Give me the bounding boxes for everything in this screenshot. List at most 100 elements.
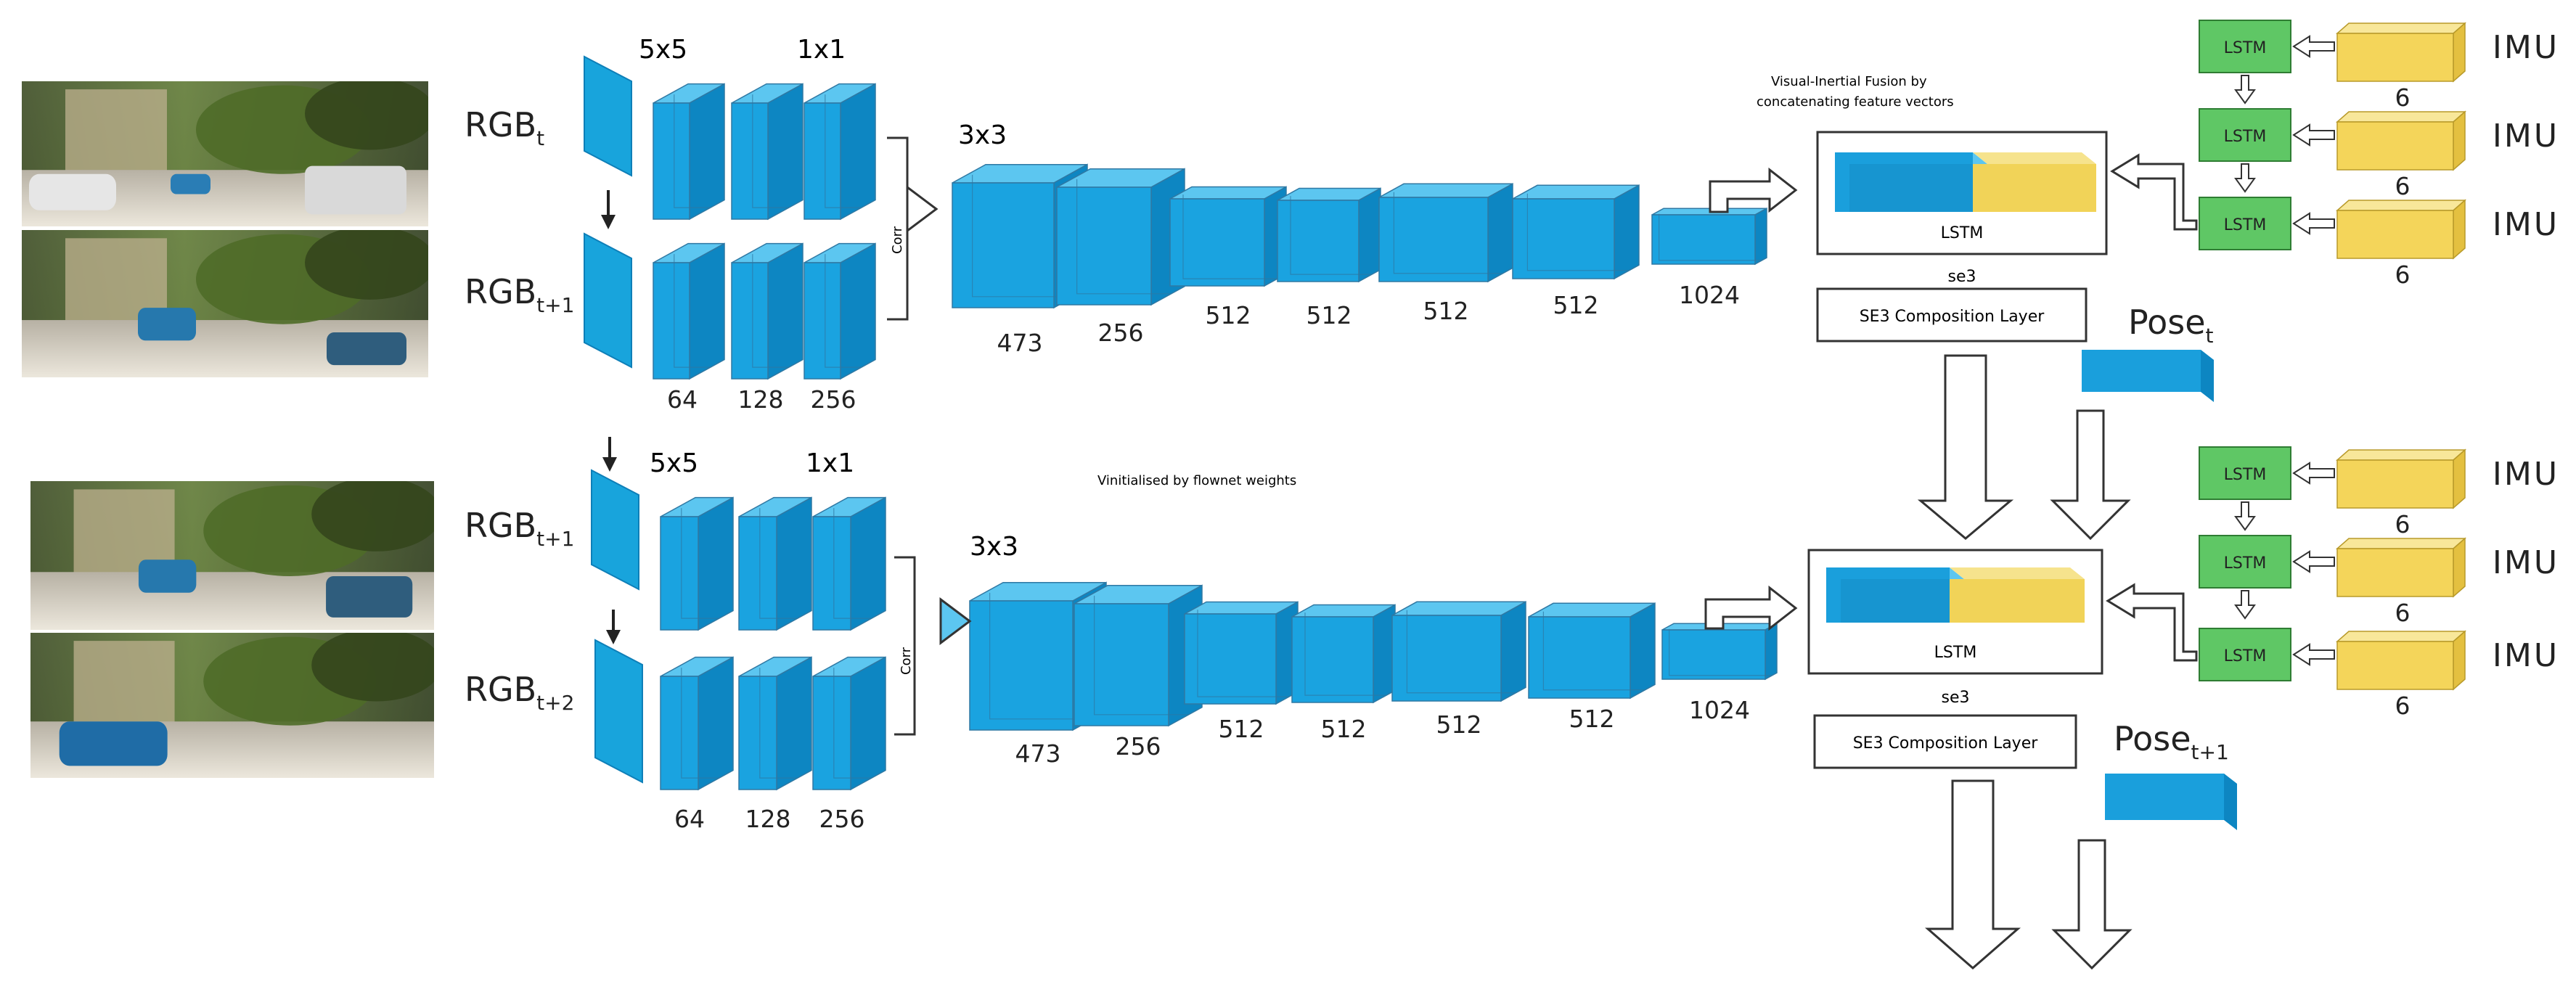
- trunk-layer-2: [1074, 584, 1203, 727]
- conv-count-64: 64: [674, 805, 705, 833]
- pose-t-block: [2082, 350, 2214, 402]
- pose-t1-block: [2105, 774, 2237, 830]
- fusion-vector: [1835, 152, 2096, 212]
- conv-bottom-64: [653, 242, 725, 380]
- input-image-t1: [22, 230, 428, 377]
- rgb-t1-label: RGBt+1: [465, 272, 574, 317]
- trunk-to-fusion-arrow: [1709, 167, 1798, 213]
- trunk-count-7: 1024: [1679, 281, 1740, 309]
- trunk-layer-5: [1378, 183, 1513, 283]
- init-note: Vinitialised by flownet weights: [1097, 473, 1296, 488]
- trunk-count-5: 512: [1436, 710, 1482, 739]
- kernel-3x3-row2: 3x3: [970, 532, 1018, 562]
- pose-down-arrow: [2050, 409, 2131, 541]
- kernel-5x5-row2: 5x5: [650, 448, 698, 478]
- se3-down-arrow-row2: [1924, 779, 2021, 970]
- conv-top-128: [738, 496, 812, 631]
- trunk-count-2: 256: [1116, 732, 1161, 761]
- imu-arrow: [2292, 35, 2335, 58]
- imu-dim: 6: [2395, 172, 2411, 200]
- corr-arrow-row2: [939, 597, 972, 645]
- imu-lstm-box: [2199, 20, 2291, 73]
- trunk-count-7: 1024: [1689, 696, 1750, 724]
- conv-count-64: 64: [667, 385, 698, 414]
- conv-top-256: [804, 83, 876, 221]
- down-arrow-b: [606, 610, 621, 644]
- rgb-t2-label: RGBt+2: [465, 670, 574, 715]
- imu-block-top: [2336, 538, 2466, 549]
- conv-count-256: 256: [819, 805, 865, 833]
- kernel-1x1-row2: 1x1: [806, 448, 854, 478]
- conv-count-128: 128: [745, 805, 791, 833]
- imu-label: IMU: [2493, 29, 2559, 66]
- conv-top-256: [812, 496, 886, 631]
- imu-block: [2336, 33, 2454, 82]
- conv-count-256: 256: [811, 385, 856, 414]
- trunk-count-3: 512: [1219, 715, 1264, 743]
- conv-top-64: [660, 496, 734, 631]
- imu-block-side: [2453, 630, 2466, 691]
- trunk-layer-3: [1169, 186, 1287, 287]
- input-plane-t1-row2: [591, 469, 639, 591]
- corr-label: Corr: [890, 226, 905, 254]
- imu-lstm-box: [2199, 446, 2291, 500]
- conv-bottom-256: [812, 656, 886, 791]
- imu-label: IMU: [2493, 206, 2559, 243]
- trunk-layer-6: [1512, 184, 1640, 280]
- imu-arrow: [2292, 462, 2335, 485]
- fusion-lstm-label-row2: LSTM: [1934, 644, 1977, 662]
- trunk-layer-4: [1291, 604, 1396, 704]
- input-image-t: [22, 81, 428, 226]
- down-arrow-a: [602, 437, 617, 472]
- imu-label: IMU: [2493, 544, 2559, 581]
- trunk-count-6: 512: [1569, 705, 1615, 733]
- conv-bottom-128: [731, 242, 804, 380]
- imu-block-side: [2453, 110, 2466, 171]
- se3-label: se3: [1948, 268, 1976, 286]
- conv-bottom-128: [738, 656, 812, 791]
- conv-bottom-64: [660, 656, 734, 791]
- imu-block-top: [2336, 200, 2466, 211]
- trunk-layer-5: [1391, 601, 1526, 702]
- input-plane-t: [584, 55, 632, 177]
- trunk-layer-4: [1277, 187, 1381, 283]
- imu-lstm-label: LSTM: [2224, 647, 2267, 665]
- imu-block-top: [2336, 631, 2466, 642]
- imu-block-side: [2453, 22, 2466, 83]
- imu-lstm-box: [2199, 628, 2291, 681]
- trunk-count-2: 256: [1098, 319, 1144, 347]
- imu-arrow: [2292, 643, 2335, 666]
- imu-label: IMU: [2493, 637, 2559, 674]
- pose-t1-label: Poset+1: [2114, 719, 2229, 764]
- imu-block-top: [2336, 22, 2466, 34]
- imu-lstm-label: LSTM: [2224, 39, 2267, 57]
- trunk-count-5: 512: [1423, 297, 1469, 325]
- pose-down-arrow-row2: [2051, 839, 2133, 970]
- corr-arrow: [906, 185, 939, 233]
- trunk-count-4: 512: [1321, 715, 1367, 743]
- imu-arrow: [2292, 550, 2335, 573]
- imu-dim: 6: [2395, 261, 2411, 289]
- trunk-count-1: 473: [1015, 739, 1061, 768]
- conv-top-128: [731, 83, 804, 221]
- imu-block-side: [2453, 537, 2466, 598]
- lstm-down-arrow: [2234, 590, 2256, 620]
- imu-label: IMU: [2493, 456, 2559, 493]
- se3-layer-label: SE3 Composition Layer: [1860, 308, 2045, 326]
- input-plane-t1: [584, 232, 632, 369]
- imu-block-side: [2453, 199, 2466, 260]
- imu-lstm-label: LSTM: [2224, 216, 2267, 234]
- corr-label-row2: Corr: [899, 647, 914, 675]
- trunk-layer-3: [1184, 601, 1299, 705]
- kernel-1x1: 1x1: [797, 35, 846, 65]
- conv-top-64: [653, 83, 725, 221]
- se3-composition-layer-row2: [1813, 714, 2077, 769]
- pose-t-label: Poset: [2128, 303, 2214, 348]
- imu-lstm-label: LSTM: [2224, 466, 2267, 484]
